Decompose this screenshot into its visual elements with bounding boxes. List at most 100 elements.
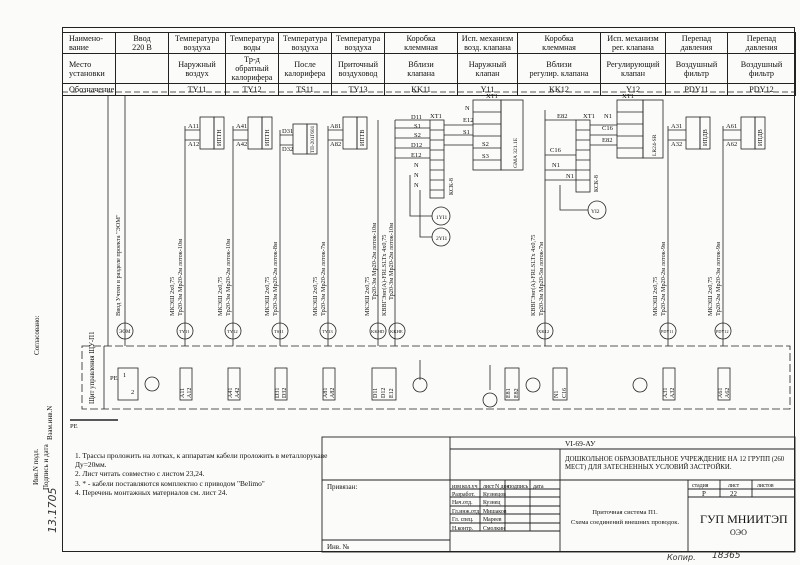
sensor-cable: МКЭШ 2x0,75 — [312, 277, 319, 316]
sensor-device-name: ИПТН — [265, 129, 271, 146]
tb-stage-head: стадия — [692, 483, 709, 489]
panel-terminal-group — [504, 367, 520, 401]
cable-tag-kkhd-text: KKHD — [371, 329, 385, 334]
sensor-device-name: ИПТВ — [360, 130, 366, 146]
kk12-wire: N1 — [552, 162, 560, 169]
cable-tag-ts11-text: TS11 — [274, 329, 284, 334]
sensor-lead — [233, 129, 248, 141]
kk11-cable2: КВВГЭнг(А)-FRLSLTx 4x0,75 — [381, 235, 388, 316]
note-item: 1. Трассы проложить на лотках, к аппарат… — [75, 451, 328, 470]
note-item: 4. Перечень монтажных материалов см. лис… — [75, 487, 228, 497]
col-place: Наружный клапан — [457, 53, 518, 84]
sensor-route: Тр20-3м Мр20-2м лоток-7м — [320, 242, 327, 316]
kk11-to-y11-wires — [444, 124, 473, 146]
panel-pe-label: PE — [110, 375, 118, 382]
y11-divisions — [473, 111, 501, 161]
y12-pin: C16 — [602, 125, 614, 132]
wire-label: A81 — [330, 123, 341, 130]
kk11-wire: N — [414, 162, 419, 169]
um-symbol — [482, 392, 498, 408]
kk11-wire: D11 — [411, 114, 422, 121]
sensor-body — [754, 116, 766, 150]
wire-label: A41 — [236, 123, 247, 130]
kk12-box-name: КСК-8 — [594, 175, 600, 192]
panel-pe-bottom-label: PE — [70, 423, 78, 430]
y12-device-body — [642, 99, 664, 159]
tb-col-head: N док — [495, 484, 510, 490]
col-code: KK11 — [384, 83, 458, 96]
col-code: Y12 — [600, 83, 666, 96]
panel-terminal-group — [322, 367, 336, 401]
y11-pin: E12 — [463, 117, 473, 124]
panel-terminal-group — [371, 367, 397, 401]
input-cable-note: Ввод Учтен в разделе проекта "ЭОМ" — [115, 214, 122, 316]
sensor-cable: МКЭШ 2x0,75 — [264, 277, 271, 316]
tb-bound: Привязан: — [327, 483, 358, 491]
sensor-lead — [723, 129, 741, 141]
note-item: 2. Лист читать совместно с листом 23,24. — [75, 469, 205, 479]
tb-col-head: лист — [483, 484, 495, 490]
cable-tag-eom-text: ЭОМ — [119, 330, 131, 335]
col-place: Наружный воздух — [168, 53, 226, 84]
cable-tag-pdy11-text: PDY11 — [661, 329, 673, 334]
drawing-frame — [62, 27, 795, 552]
filter-route: Тр20-2м Мр20-2м лоток-9м — [660, 242, 667, 316]
tb-role: Гл. спец. — [452, 517, 474, 523]
copy-number: 18365 — [712, 551, 741, 561]
kk11-terminal-label: XT1 — [430, 113, 442, 120]
panel-terminal-2: 2 — [131, 389, 134, 396]
panel-terminal-group — [662, 367, 676, 401]
kk11-box-name: КСК-8 — [449, 178, 455, 195]
col-place: Вблизи клапана — [384, 53, 458, 84]
col-name: Температура воздуха — [331, 32, 385, 54]
tb-col-head: кол.уч — [462, 484, 478, 490]
tb-name: Смолкин — [483, 526, 506, 532]
um-symbol — [632, 377, 648, 393]
cable-tag-kkhd — [369, 322, 387, 340]
panel-terminal-label: A82 — [330, 388, 336, 398]
kk11-wire: N — [414, 182, 419, 189]
kk12-wires — [545, 119, 576, 181]
panel-terminal-label: D12 — [381, 388, 387, 398]
panel-terminal-label: A61 — [718, 388, 724, 398]
sensor-device-name: ИПТН — [217, 129, 223, 146]
kk11-terminal-divisions — [430, 129, 444, 191]
panel-terminal-group — [552, 367, 568, 401]
panel-label: Щит управления ЩУ-П1 — [89, 332, 96, 404]
cable-tag-ty12-text: TY12 — [227, 329, 238, 334]
tb-project: ДОШКОЛЬНОЕ ОБРАЗОВАТЕЛЬНОЕ УЧРЕЖДЕНИЕ НА… — [565, 456, 785, 471]
col-name: Перепад давления — [727, 32, 796, 54]
y11-pin: N — [465, 105, 470, 112]
sensor-body — [356, 116, 368, 150]
sensor-device-name: ТП-201Г601 — [310, 125, 316, 153]
wire-label: A12 — [188, 141, 199, 148]
tb-role: Гл.инж.отд — [452, 509, 480, 515]
tb-name: Кузнецов — [483, 492, 507, 498]
kk12-cable: КВВГЭнг(А)-FRLSLTx 4x0,75 — [530, 235, 537, 316]
y12-terminal-label: XT1 — [622, 93, 634, 100]
panel-terminal-label: D32 — [282, 388, 288, 398]
tb-role: Разработ. — [452, 492, 475, 498]
wire-label: A82 — [330, 141, 341, 148]
cable-tag-pdy12 — [714, 322, 732, 340]
kk12-terminal-strip — [575, 119, 591, 193]
cable-tag-pdy12-text: PDY12 — [716, 329, 729, 334]
y11-device-name: GMA 321.1E — [513, 137, 519, 168]
kk12-terminal-label: XT1 — [583, 113, 595, 120]
cable-tag-ty12 — [224, 322, 242, 340]
kk11-wire: N — [414, 172, 419, 179]
col-code: TY11 — [168, 83, 226, 96]
tb-sheets-head: листов — [757, 483, 774, 489]
col-place: Регулирующий клапан — [600, 53, 666, 84]
sensor-route: Тр20-3м Мр20-2м лоток-10м — [177, 239, 184, 316]
tb-org: ГУП МНИИТЭП — [700, 512, 788, 526]
header-row-place: Место установки Наружный воздух Тр-д обр… — [62, 53, 796, 84]
y11-pin: S3 — [482, 153, 489, 160]
um-symbol — [144, 376, 160, 392]
panel-terminal-group — [717, 367, 731, 401]
sensor-lead — [185, 129, 200, 141]
panel-box — [81, 345, 791, 410]
panel-terminal-group — [179, 367, 193, 401]
wire-label: A42 — [236, 141, 247, 148]
